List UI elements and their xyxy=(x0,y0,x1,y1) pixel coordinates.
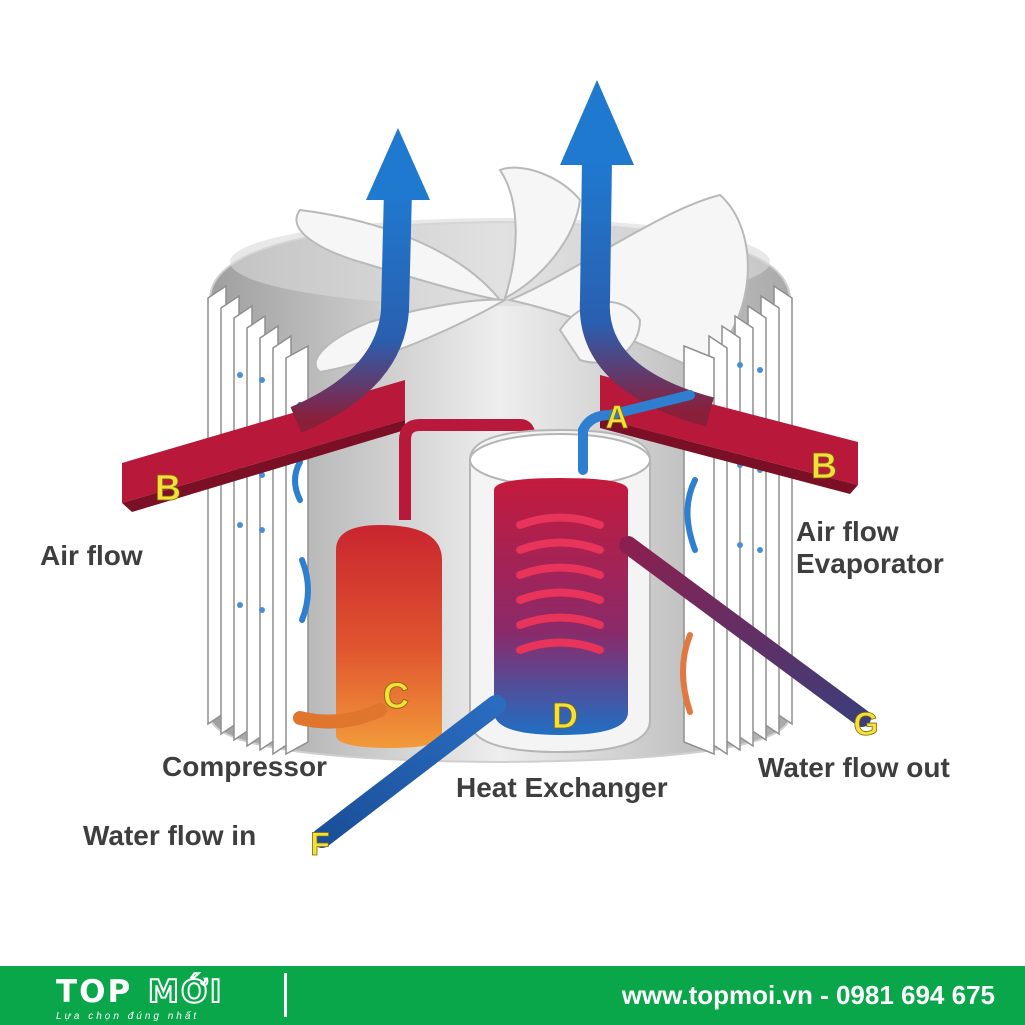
marker-g: G xyxy=(854,706,879,742)
marker-b-right: B xyxy=(811,445,837,486)
heat-pump-diagram: A B B C D F G Air flow Air flow Evaporat… xyxy=(40,80,950,862)
evaporator-fins-left xyxy=(207,284,309,756)
label-water-flow-in: Water flow in xyxy=(83,820,257,851)
marker-a: A xyxy=(605,399,628,435)
compressor xyxy=(293,419,536,748)
diagram-canvas: A B B C D F G xyxy=(122,80,879,862)
label-water-flow-out: Water flow out xyxy=(758,752,950,783)
air-exhaust-arrow-left xyxy=(290,128,430,433)
marker-b-left: B xyxy=(155,467,181,508)
topmoi-logo[interactable]: TOP MỚI Lựa chọn đúng nhất xyxy=(56,972,236,1022)
marker-f: F xyxy=(310,826,330,862)
label-air-flow-evaporator: Air flow Evaporator xyxy=(796,516,944,580)
water-inlet-pipe xyxy=(312,695,506,848)
label-heat-exchanger: Heat Exchanger xyxy=(456,772,668,803)
air-exhaust-arrow-right xyxy=(560,80,714,427)
logo-top-text: TOP xyxy=(56,974,133,1010)
marker-c: C xyxy=(383,675,409,716)
contact-info[interactable]: www.topmoi.vn - 0981 694 675 xyxy=(621,980,995,1010)
footer-banner: TOP MỚI Lựa chọn đúng nhất www.topmoi.vn… xyxy=(0,966,1025,1025)
label-compressor: Compressor xyxy=(162,751,327,782)
hot-coil-segment xyxy=(680,632,693,715)
water-outlet-pipe xyxy=(619,536,871,727)
logo-moi-text: MỚI xyxy=(147,973,224,1011)
logo-slogan: Lựa chọn đúng nhất xyxy=(56,1011,200,1022)
footer-divider xyxy=(284,973,287,1017)
label-air-flow: Air flow xyxy=(40,540,143,571)
heat-exchanger xyxy=(469,390,695,754)
marker-d: D xyxy=(552,695,578,736)
evaporator-fins-right xyxy=(683,284,793,756)
